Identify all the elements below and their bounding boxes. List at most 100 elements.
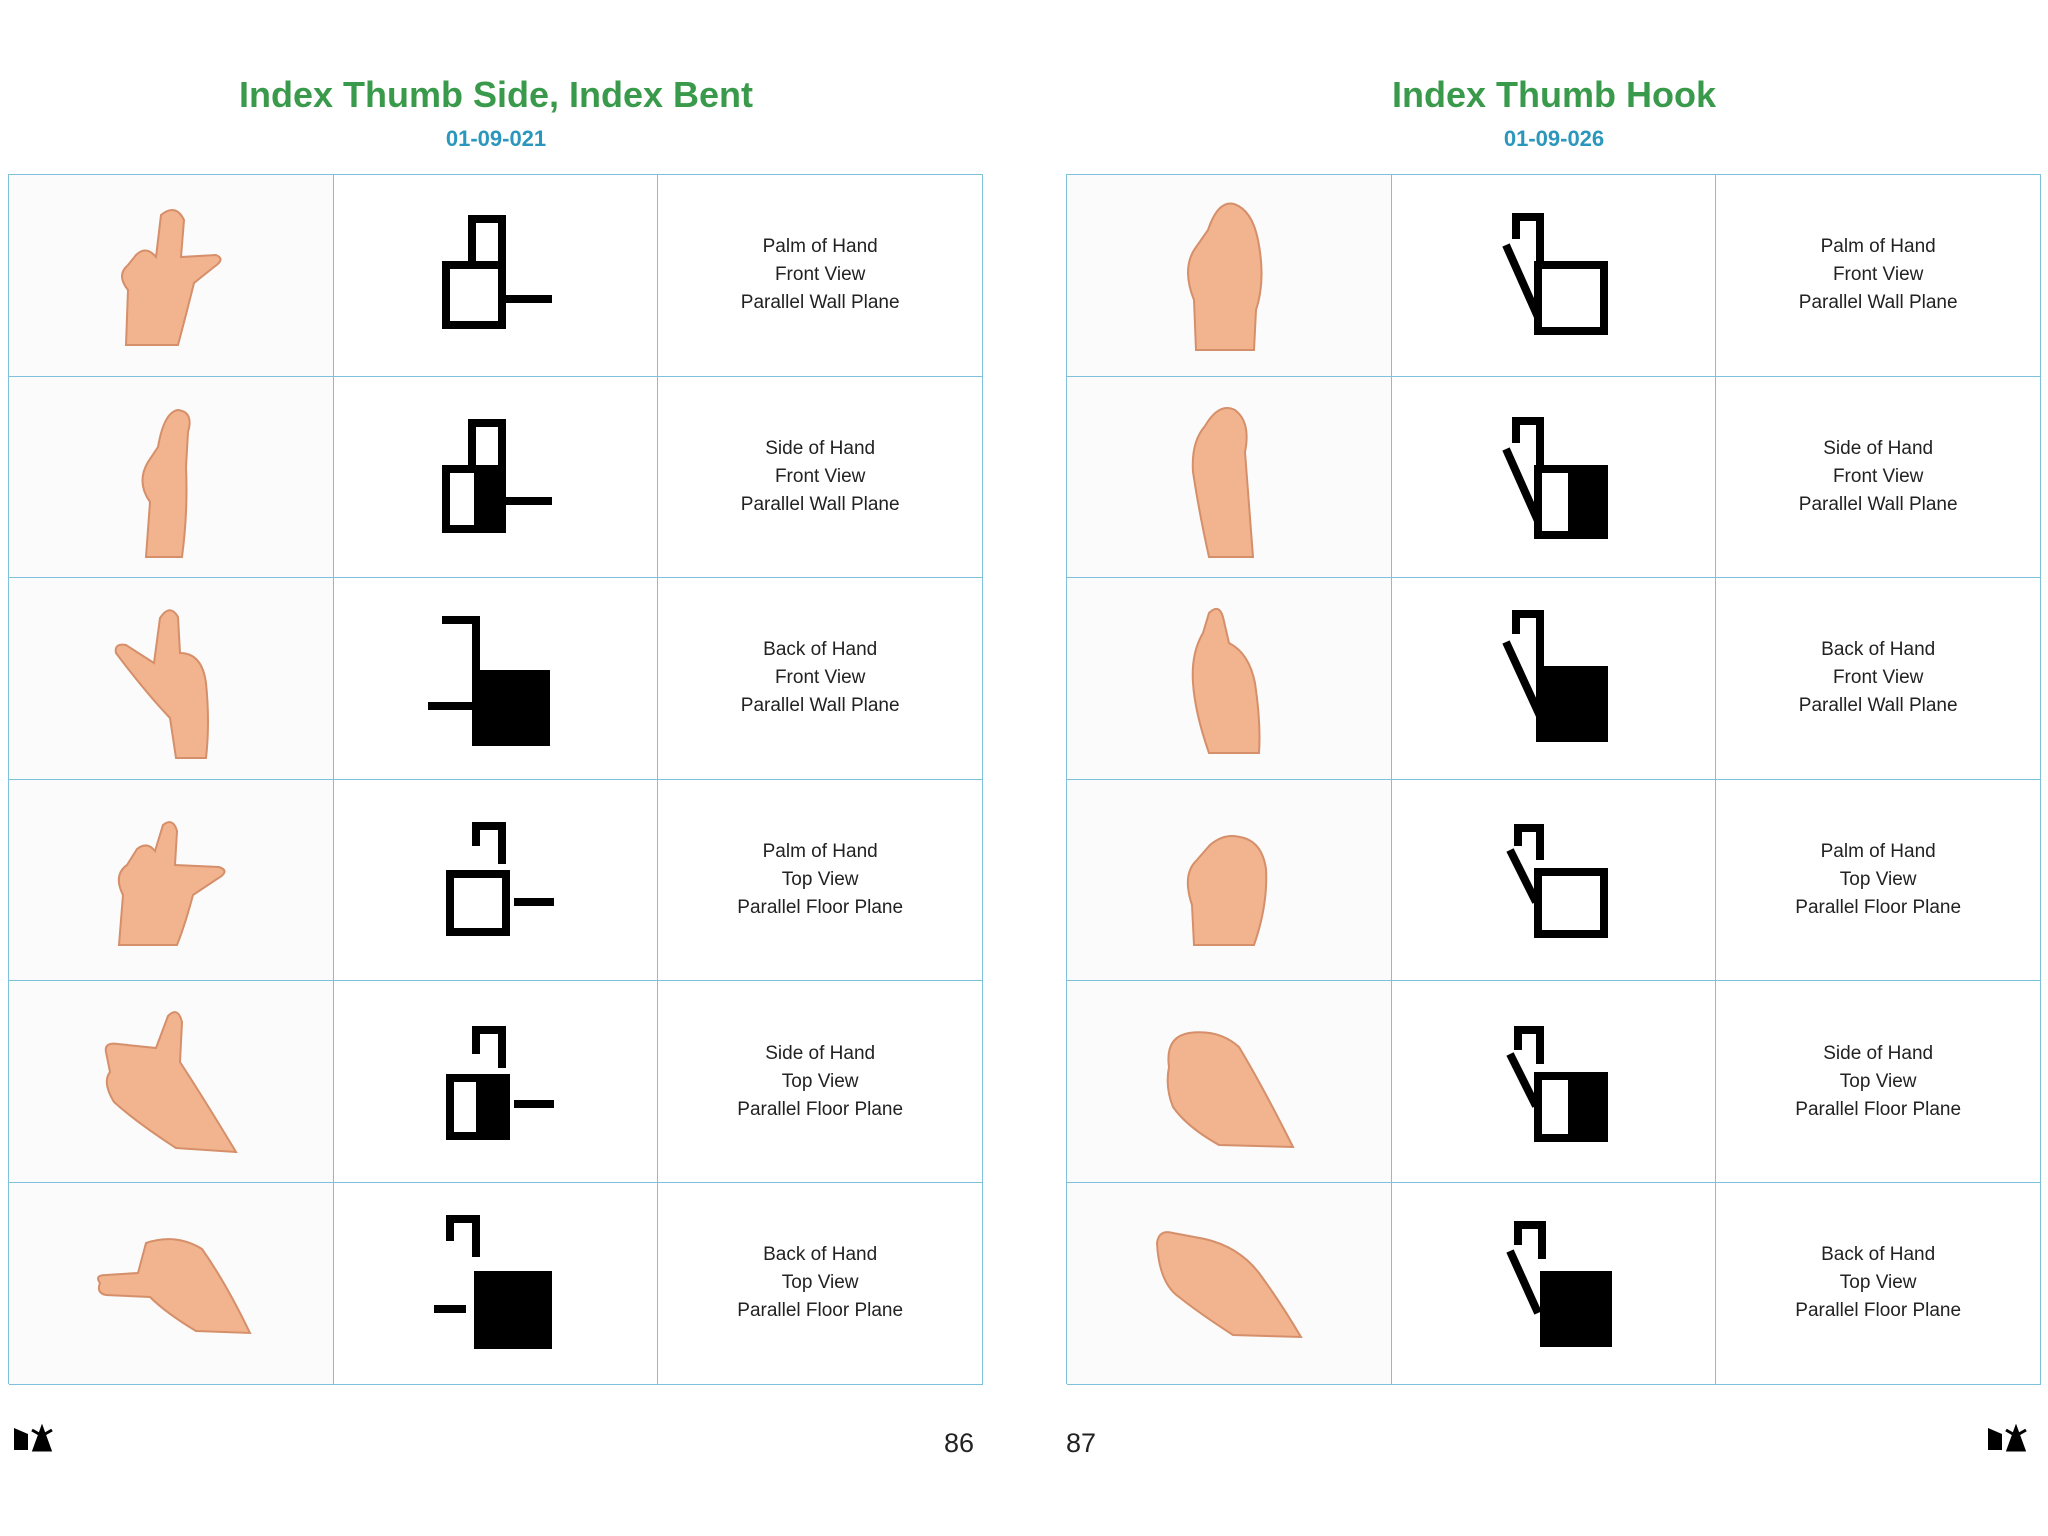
hand-photo-cell (9, 175, 334, 377)
table-row: Side of Hand Top View Parallel Floor Pla… (1067, 981, 2042, 1183)
table-row: Back of Hand Top View Parallel Floor Pla… (1067, 1182, 2042, 1385)
hand-photo-icon (104, 1010, 238, 1153)
plane-label: Parallel Floor Plane (737, 1098, 904, 1120)
page-86: Index Thumb Side, Index Bent 01-09-021 P… (8, 0, 984, 1536)
symbol-cell (333, 175, 659, 377)
plane-label: Parallel Wall Plane (1798, 493, 1958, 515)
symbol-cell (1391, 175, 1717, 377)
plane-label: Parallel Wall Plane (740, 292, 900, 314)
view-label: Front View (774, 465, 866, 487)
symbol-cell (1391, 981, 1717, 1183)
orientation-description: Side of Hand Top View Parallel Floor Pla… (1795, 1040, 1961, 1124)
table-row: Palm of Hand Top View Parallel Floor Pla… (1067, 779, 2042, 982)
handshape-symbol-icon (1505, 1025, 1608, 1142)
symbol-code: 01-09-026 (1503, 126, 1605, 151)
orientation-description: Side of Hand Front View Parallel Wall Pl… (1799, 435, 1958, 519)
hand-side-label: Back of Hand (1821, 1244, 1936, 1266)
plane-label: Parallel Wall Plane (740, 493, 900, 515)
handshape-symbol-icon (1501, 213, 1608, 336)
handshape-symbol-icon (1505, 1221, 1612, 1348)
handshape-symbol-icon (445, 822, 554, 937)
orientation-cell: Back of Hand Top View Parallel Floor Pla… (1716, 1182, 2042, 1385)
hand-photo-icon (1186, 835, 1268, 947)
plane-label: Parallel Floor Plane (1795, 897, 1962, 919)
view-label: Front View (774, 667, 866, 689)
hand-photo-icon (1155, 1231, 1303, 1339)
plane-label: Parallel Floor Plane (1795, 1098, 1962, 1120)
handshape-symbol-icon (1501, 416, 1608, 539)
hand-side-label: Palm of Hand (762, 841, 878, 863)
orientation-cell: Back of Hand Top View Parallel Floor Pla… (658, 1182, 984, 1385)
orientation-description: Side of Hand Front View Parallel Wall Pl… (741, 435, 900, 519)
table-row: Palm of Hand Top View Parallel Floor Pla… (9, 779, 984, 982)
orientation-cell: Palm of Hand Front View Parallel Wall Pl… (658, 175, 984, 377)
hand-side-label: Palm of Hand (762, 236, 878, 258)
handshape-symbol-icon (1505, 824, 1608, 939)
plane-label: Parallel Floor Plane (1795, 1300, 1962, 1322)
view-label: Top View (781, 1272, 859, 1294)
view-label: Top View (1839, 869, 1917, 891)
orientation-cell: Side of Hand Top View Parallel Floor Pla… (1716, 981, 2042, 1183)
symbol-cell (333, 376, 659, 579)
plane-label: Parallel Floor Plane (737, 1300, 904, 1322)
view-label: Front View (1832, 264, 1924, 286)
table-row: Back of Hand Top View Parallel Floor Pla… (9, 1182, 984, 1385)
handshape-symbol-icon (441, 215, 552, 330)
orientation-cell: Palm of Hand Top View Parallel Floor Pla… (1716, 779, 2042, 982)
view-label: Top View (781, 869, 859, 891)
orientation-description: Palm of Hand Front View Parallel Wall Pl… (1799, 233, 1958, 317)
hand-side-label: Palm of Hand (1820, 841, 1936, 863)
orientation-cell: Palm of Hand Top View Parallel Floor Pla… (658, 779, 984, 982)
orientation-cell: Side of Hand Front View Parallel Wall Pl… (658, 376, 984, 579)
view-label: Top View (1839, 1070, 1917, 1092)
view-label: Front View (1832, 465, 1924, 487)
handshape-symbol-icon (433, 1215, 552, 1350)
handshape-table: Palm of Hand Front View Parallel Wall Pl… (8, 174, 984, 1385)
plane-label: Parallel Floor Plane (737, 897, 904, 919)
handshape-table: Palm of Hand Front View Parallel Wall Pl… (1066, 174, 2042, 1385)
hand-photo-icon (1166, 1031, 1295, 1148)
page-87: Index Thumb Hook 01-09-026 Palm of Hand (1066, 0, 2042, 1536)
plane-label: Parallel Wall Plane (1798, 292, 1958, 314)
symbol-cell (1391, 578, 1717, 780)
symbol-cell (1391, 376, 1717, 579)
hand-photo-icon (1186, 202, 1263, 352)
handshape-symbol-icon (1501, 610, 1608, 743)
signwriting-logo-icon (1988, 1423, 2027, 1452)
signwriting-logo-icon (14, 1423, 53, 1452)
hand-photo-cell (9, 376, 334, 579)
hand-photo-icon (141, 408, 191, 558)
symbol-cell (1391, 1182, 1717, 1385)
table-row: Back of Hand Front View Parallel Wall Pl… (9, 578, 984, 780)
view-label: Top View (1839, 1272, 1917, 1294)
hand-photo-icon (96, 1238, 252, 1335)
table-row: Palm of Hand Front View Parallel Wall Pl… (1067, 175, 2042, 377)
hand-photo-icon (114, 609, 209, 760)
orientation-cell: Side of Hand Top View Parallel Floor Pla… (658, 981, 984, 1183)
hand-side-label: Back of Hand (1821, 639, 1936, 661)
symbol-cell (333, 1182, 659, 1385)
page-title: Index Thumb Hook (1392, 74, 1716, 115)
orientation-description: Back of Hand Top View Parallel Floor Pla… (737, 1241, 903, 1325)
table-row: Side of Hand Front View Parallel Wall Pl… (9, 376, 984, 579)
page-number: 86 (943, 1428, 974, 1458)
handshape-symbol-icon (441, 418, 552, 533)
table-row: Back of Hand Front View Parallel Wall Pl… (1067, 578, 2042, 780)
orientation-description: Back of Hand Front View Parallel Wall Pl… (741, 636, 900, 720)
hand-side-label: Side of Hand (765, 437, 876, 459)
symbol-cell (333, 578, 659, 780)
hand-side-label: Side of Hand (1823, 437, 1934, 459)
hand-photo-icon (1191, 608, 1261, 755)
orientation-description: Back of Hand Top View Parallel Floor Pla… (1795, 1241, 1961, 1325)
hand-side-label: Side of Hand (1823, 1042, 1934, 1064)
hand-photo-cell (9, 578, 334, 780)
hand-photo-icon (117, 821, 226, 947)
page-number: 87 (1066, 1428, 1097, 1458)
hand-side-label: Back of Hand (763, 1244, 878, 1266)
table-row: Side of Hand Top View Parallel Floor Pla… (9, 981, 984, 1183)
hand-photo-cell (1067, 1182, 1392, 1385)
orientation-cell: Back of Hand Front View Parallel Wall Pl… (1716, 578, 2042, 780)
hand-photo-cell (1067, 175, 1392, 377)
orientation-cell: Side of Hand Front View Parallel Wall Pl… (1716, 376, 2042, 579)
symbol-code: 01-09-021 (445, 126, 547, 151)
